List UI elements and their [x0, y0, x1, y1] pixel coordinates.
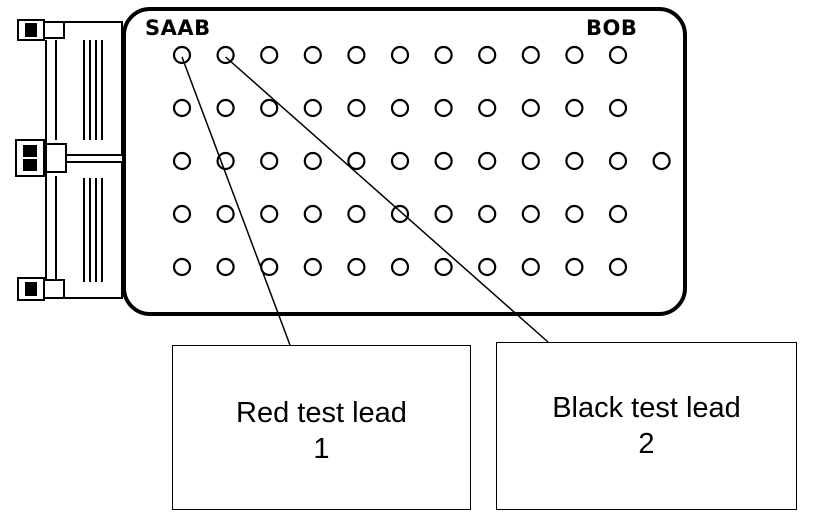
pin-r1-5 [347, 45, 366, 65]
connector-plug-bottom [17, 277, 65, 301]
pin-r1-6 [390, 45, 410, 65]
pin-r5-10 [565, 257, 584, 277]
black-test-lead-number: 2 [638, 428, 655, 460]
pin-r4-8 [478, 204, 497, 224]
pin-r4-9 [521, 204, 540, 224]
pin-r2-9 [521, 98, 540, 118]
pin-r1-3 [260, 45, 279, 65]
connector-plug-top [17, 19, 65, 41]
pin-r5-9 [521, 257, 540, 277]
pin-r2-1 [172, 98, 192, 118]
pin-r5-6 [390, 257, 410, 277]
ribbon-cable-upper [64, 21, 123, 156]
pin-r3-4 [303, 151, 322, 171]
pin-r3-1 [172, 151, 192, 171]
pin-r4-7 [434, 204, 453, 224]
black-test-lead-label: Black test lead [552, 392, 741, 424]
brand-bob-label: BOB [586, 16, 638, 40]
pin-r1-11 [608, 45, 628, 65]
test-lead-wires [181, 56, 549, 346]
pin-r1-2 [216, 45, 235, 65]
brand-saab-label: SAAB [145, 16, 211, 40]
pin-r2-2 [216, 98, 235, 118]
pin-r4-6 [390, 204, 410, 224]
pin-r2-4 [303, 98, 322, 118]
pin-r2-10 [565, 98, 584, 118]
pin-r3-2 [216, 151, 235, 171]
red-test-lead-label: Red test lead [236, 396, 407, 429]
pin-r4-5 [347, 204, 366, 224]
red-test-lead-number: 1 [313, 432, 330, 465]
pin-r2-11 [608, 98, 628, 118]
pin-r4-3 [260, 204, 279, 224]
pin-r3-12 [652, 151, 671, 171]
pin-r2-8 [478, 98, 497, 118]
pin-r1-10 [565, 45, 584, 65]
ribbon-cable-lower [64, 161, 123, 299]
pin-r5-1 [172, 257, 192, 277]
pin-r4-2 [216, 204, 235, 224]
pin-r2-5 [347, 98, 366, 118]
pin-r5-5 [347, 257, 366, 277]
pin-r2-7 [434, 98, 453, 118]
pin-r1-1 [172, 45, 192, 65]
pin-r3-6 [390, 151, 410, 171]
pin-r4-11 [608, 204, 628, 224]
pin-r5-4 [303, 257, 322, 277]
pin-r4-10 [565, 204, 584, 224]
pin-r5-8 [478, 257, 497, 277]
pin-r1-9 [521, 45, 540, 65]
pin-r5-11 [608, 257, 628, 277]
pin-r3-5 [347, 151, 366, 171]
pin-r1-4 [303, 45, 322, 65]
red-test-lead-wire [181, 56, 291, 346]
pin-r3-11 [608, 151, 628, 171]
pin-r1-8 [478, 45, 497, 65]
pin-r5-2 [216, 257, 235, 277]
pin-r2-6 [390, 98, 410, 118]
pin-r2-3 [260, 98, 279, 118]
connector-plug-middle [15, 139, 67, 177]
pin-r3-7 [434, 151, 453, 171]
pin-r3-9 [521, 151, 540, 171]
harness-connectors [15, 19, 123, 301]
pin-grid [172, 45, 671, 277]
callout-red-test-lead: Red test lead 1 [172, 345, 471, 510]
pin-r3-8 [478, 151, 497, 171]
callout-black-test-lead: Black test lead 2 [496, 342, 797, 510]
black-test-lead-wire [225, 56, 549, 343]
pin-r5-7 [434, 257, 453, 277]
pin-r3-10 [565, 151, 584, 171]
pin-r4-1 [172, 204, 192, 224]
pin-r4-4 [303, 204, 322, 224]
pin-r1-7 [434, 45, 453, 65]
pin-r3-3 [260, 151, 279, 171]
